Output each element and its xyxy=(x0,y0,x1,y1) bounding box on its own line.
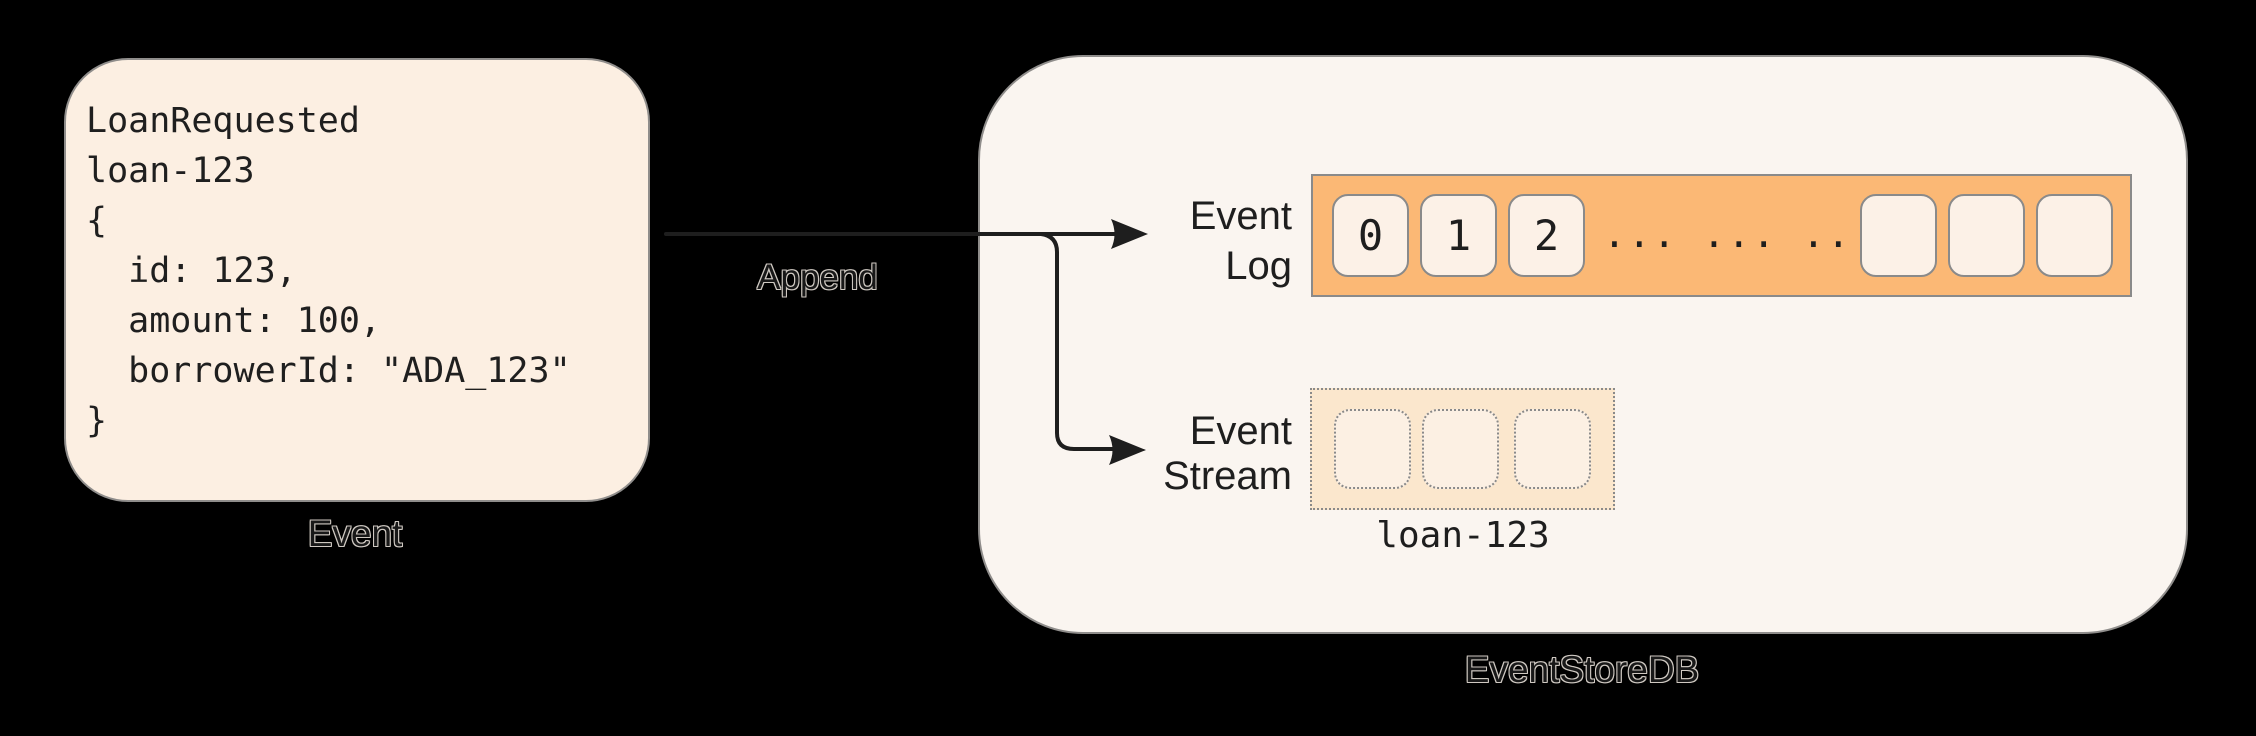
log-empty-cell xyxy=(1948,194,2025,277)
append-label: Append xyxy=(757,258,878,297)
log-empty-cell xyxy=(1860,194,1937,277)
event-stream-box xyxy=(1310,388,1615,510)
eventstoredb-container xyxy=(978,55,2188,634)
code-line: LoanRequested xyxy=(86,101,360,141)
append-branch-line xyxy=(1039,232,1128,451)
log-cell-1: 1 xyxy=(1420,194,1497,277)
log-empty-cell xyxy=(2036,194,2113,277)
event-log-label: Event Log xyxy=(1090,191,1292,291)
code-line: id: 123, xyxy=(86,251,297,291)
stream-empty-cell xyxy=(1334,409,1411,489)
append-arrowhead-stream xyxy=(1109,435,1146,465)
append-arrowhead-log xyxy=(1111,219,1148,249)
event-card-label: Event xyxy=(307,513,403,554)
stream-name-label: loan-123 xyxy=(1376,515,1550,556)
stream-empty-cell xyxy=(1422,409,1499,489)
event-card: LoanRequested loan-123 { id: 123, amount… xyxy=(64,58,650,502)
code-line: { xyxy=(86,201,108,241)
code-line: amount: 100, xyxy=(86,301,382,341)
event-stream-label-line1: Event xyxy=(1189,409,1292,453)
event-code-block: LoanRequested loan-123 { id: 123, amount… xyxy=(86,96,571,446)
code-line: borrowerId: "ADA_123" xyxy=(86,351,571,391)
stream-empty-cell xyxy=(1514,409,1591,489)
event-log-bar: 0 1 2 ... ... ... xyxy=(1311,174,2132,297)
log-cell-0: 0 xyxy=(1332,194,1409,277)
code-line: } xyxy=(86,401,108,441)
event-stream-label: Event Stream xyxy=(1060,409,1292,499)
event-stream-label-line2: Stream xyxy=(1163,454,1292,498)
code-line: loan-123 xyxy=(86,151,255,191)
log-cell-2: 2 xyxy=(1508,194,1585,277)
event-log-label-line2: Log xyxy=(1225,244,1292,288)
event-log-label-line1: Event xyxy=(1189,194,1292,238)
eventstoredb-label: EventStoreDB xyxy=(1464,649,1700,690)
